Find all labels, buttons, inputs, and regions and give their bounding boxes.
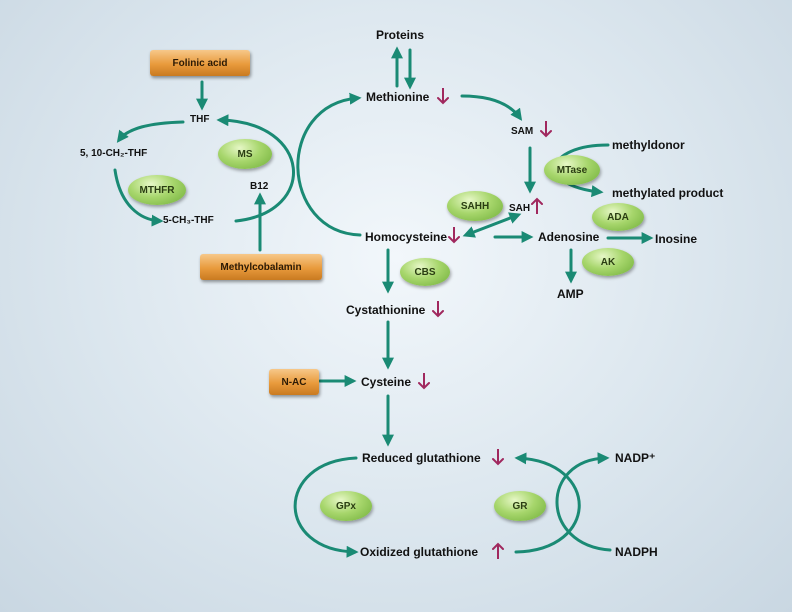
label-amp: AMP [557,287,584,301]
indicator-head [418,382,430,390]
supplement-n-ac: N-AC [269,369,319,395]
label-inosine: Inosine [655,232,698,246]
arrow-sah-homocysteine [462,212,522,238]
indicator-head [492,542,504,550]
label-methylated-product: methylated product [612,186,724,200]
indicator-head [437,97,449,105]
indicator-sam [540,121,552,138]
label-thf: THF [190,114,210,125]
label-cysteine: Cysteine [361,375,412,389]
enzyme-gpx: GPx [320,491,372,521]
enzyme-mthfr: MTHFR [128,175,186,205]
label-methionine: Methionine [366,90,430,104]
enzyme-mtase: MTase [544,155,600,185]
indicator-cysteine [418,373,430,390]
indicator-cystathionine [432,301,444,318]
enzyme-ak: AK [582,248,634,276]
label-sah: SAH [509,203,531,214]
label-ch2-thf: 5, 10-CH₂-THF [80,148,148,159]
label-oxidized-glutathione: Oxidized glutathione [360,545,479,559]
arrow-reduced-to-oxidized [293,456,359,558]
arrow-ch2thf-to-ch3thf [113,168,164,227]
indicator-head [432,310,444,318]
label-reduced-glutathione: Reduced glutathione [362,451,481,465]
arrow-oxidized-to-reduced [514,452,581,554]
arrow-homocysteine-to-methionine [296,92,362,237]
enzyme-sahh: SAHH [447,191,503,221]
indicator-methionine [437,88,449,105]
indicator-head [531,197,543,205]
enzyme-gr: GR [494,491,546,521]
indicator-oxidized-glutathione [492,542,504,559]
label-adenosine: Adenosine [538,230,600,244]
indicator-sah [531,197,543,214]
indicator-homocysteine [448,227,460,244]
label-nadp-plus: NADP⁺ [615,451,656,465]
arrow-thf-to-ch2thf [116,120,185,143]
label-proteins: Proteins [376,28,425,42]
label-nadph: NADPH [615,545,658,559]
label-methyldonor: methyldonor [612,138,685,152]
enzyme-cbs: CBS [400,258,450,286]
label-ch3-thf: 5-CH₃-THF [163,215,214,226]
label-b12: B12 [250,181,269,192]
enzyme-ada: ADA [592,203,644,231]
label-homocysteine: Homocysteine [365,230,448,244]
supplement-methylcobalamin: Methylcobalamin [200,254,322,280]
indicator-head [540,130,552,138]
arrow-nadph-to-nadp [555,452,612,552]
indicator-reduced-glutathione [492,449,504,466]
arrow-methionine-to-sam [460,94,523,121]
label-sam: SAM [511,126,534,137]
label-cystathionine: Cystathionine [346,303,426,317]
enzyme-ms: MS [218,139,272,169]
indicator-head [448,236,460,244]
indicator-head [492,458,504,466]
supplement-folinic-acid: Folinic acid [150,50,250,76]
arrow-ch3thf-to-thf [216,114,296,223]
